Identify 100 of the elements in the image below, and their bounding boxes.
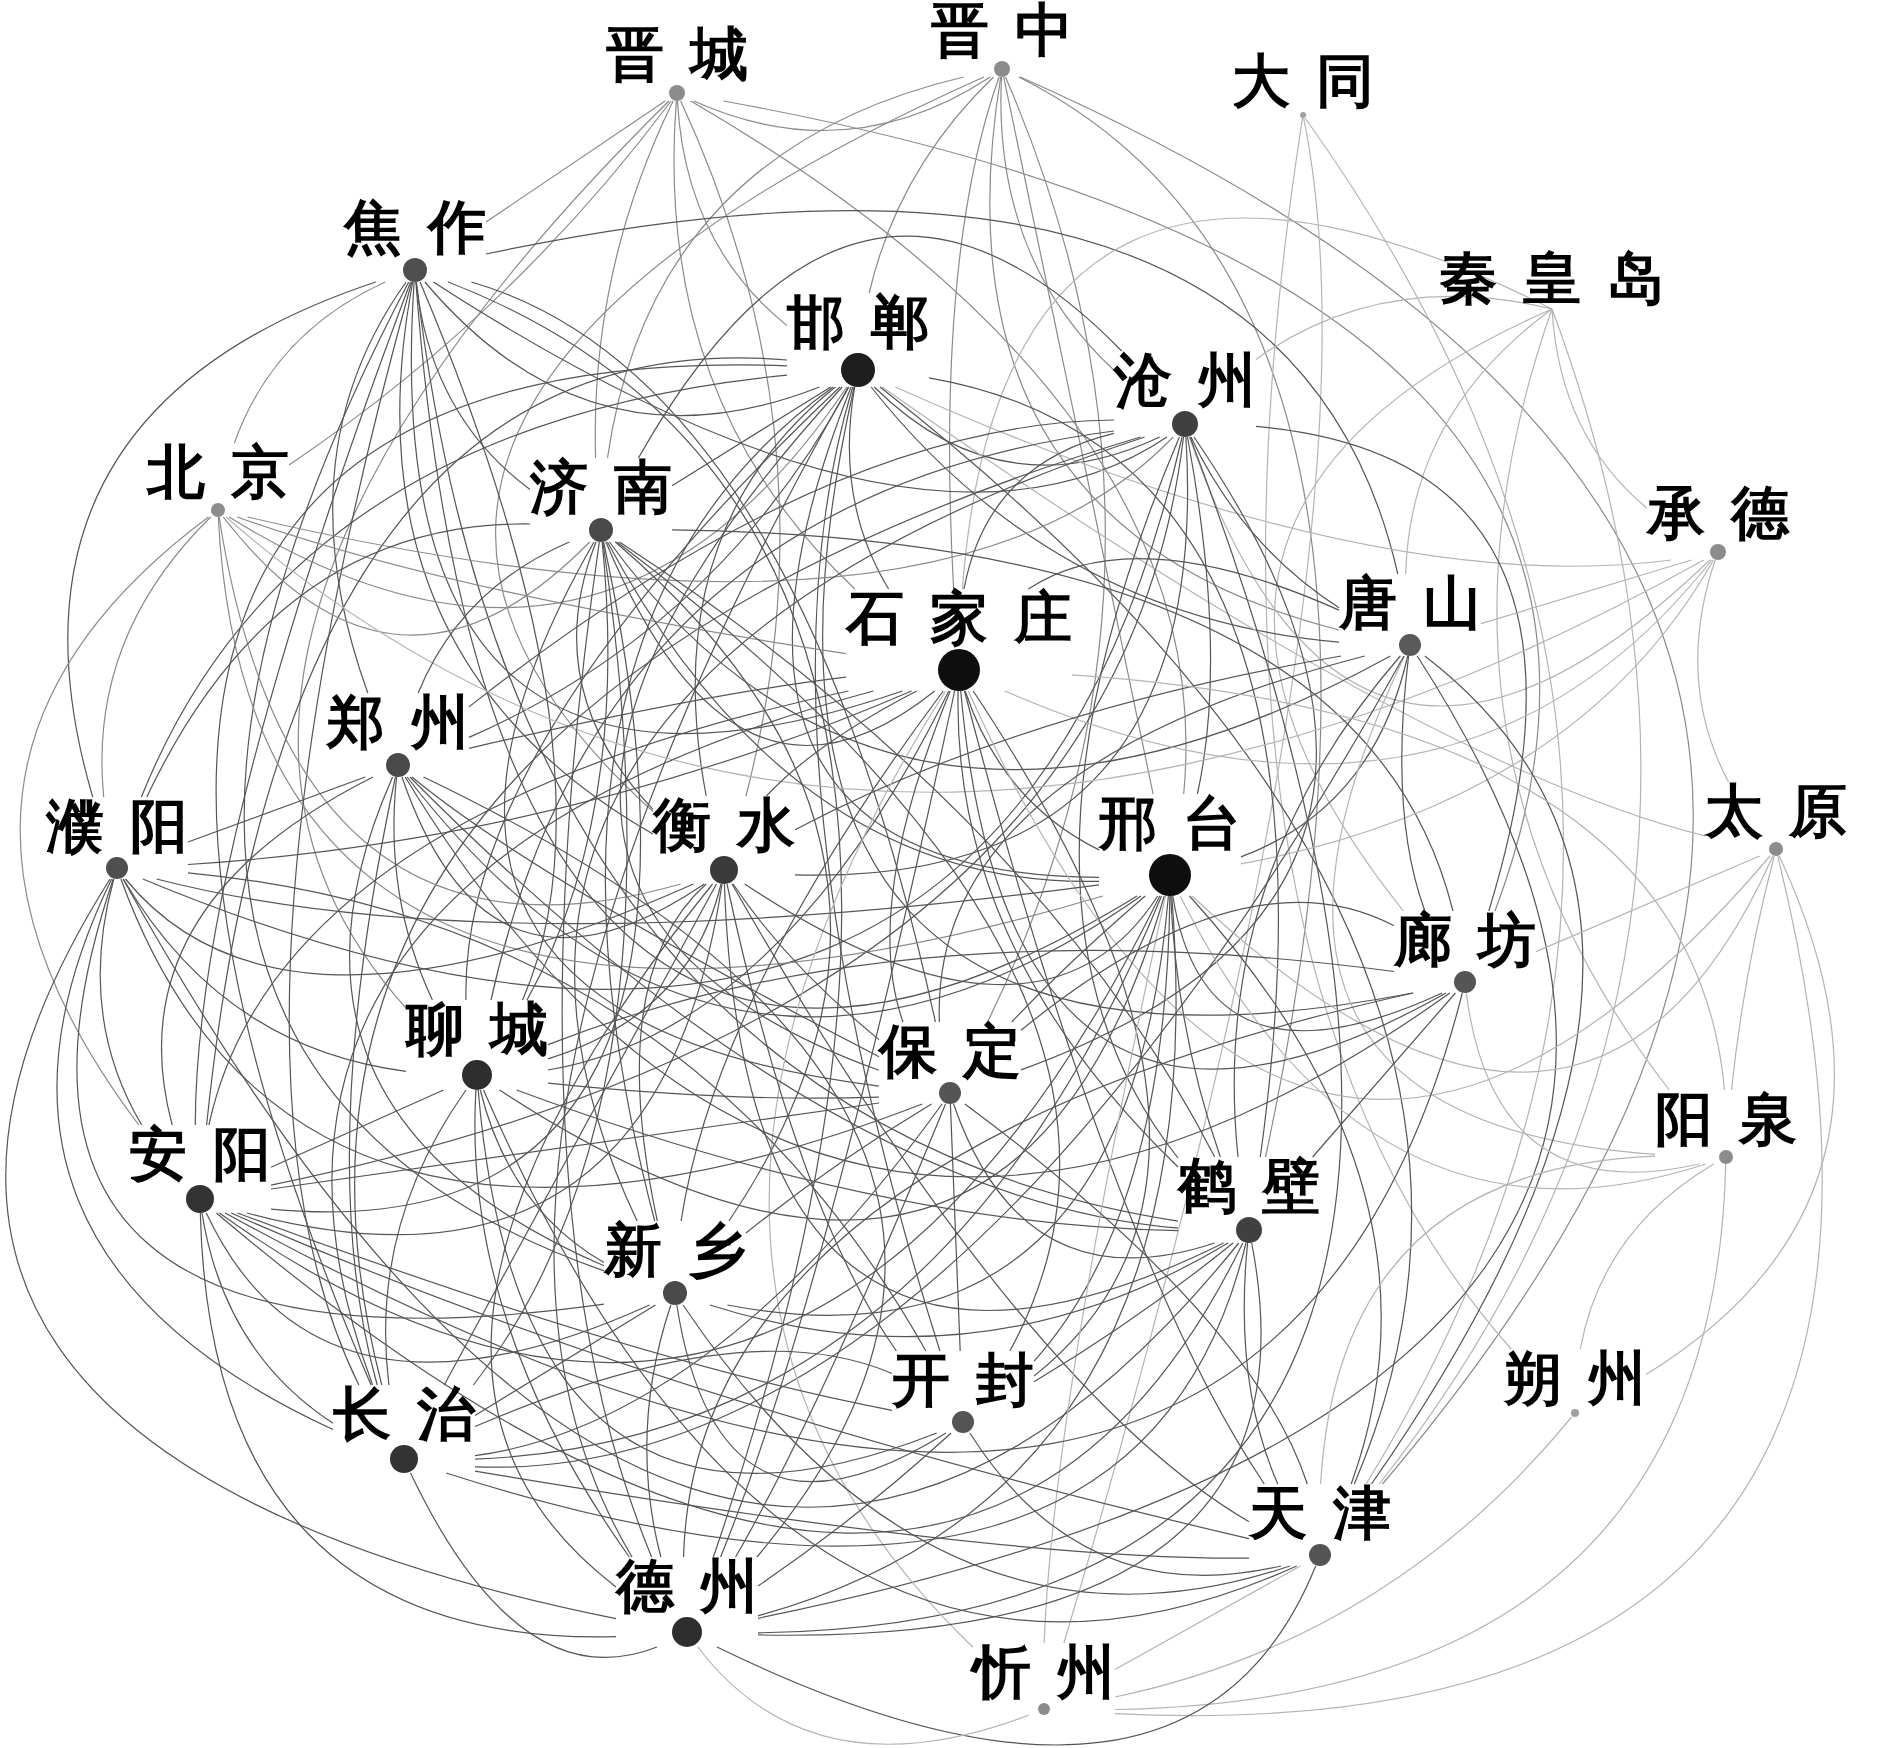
connection-curve — [288, 281, 413, 1386]
connection-curve — [1172, 895, 1443, 1032]
connection-curve — [1480, 559, 1693, 625]
connection-curve — [474, 1304, 656, 1417]
connection-curve — [1063, 117, 1323, 1644]
connection-curve — [393, 776, 433, 1001]
connection-curve — [140, 374, 788, 798]
connection-curve — [1240, 655, 1409, 858]
connection-curve — [949, 1103, 961, 1352]
connection-curve — [187, 690, 913, 866]
connection-curve — [187, 776, 366, 843]
connection-curve — [146, 523, 531, 798]
connection-curve — [676, 1304, 947, 1483]
connection-curve — [1465, 992, 1700, 1173]
connection-curve — [673, 100, 856, 590]
city-label: 大同 — [1232, 52, 1374, 110]
connection-curve — [1405, 308, 1553, 575]
connection-curve — [199, 1212, 617, 1638]
connection-curve — [574, 436, 1146, 1222]
connection-curve — [814, 386, 941, 1352]
connection-curve — [404, 776, 1451, 1178]
connection-curve — [472, 541, 628, 1386]
city-label: 邢台 — [1099, 794, 1241, 852]
connection-curve — [208, 690, 849, 1126]
connection-curve — [99, 878, 143, 1126]
city-label: 沧州 — [1114, 351, 1256, 409]
connection-curve — [246, 436, 1174, 583]
connection-curve — [614, 541, 832, 1222]
connection-curve — [215, 365, 788, 1386]
connection-curve — [547, 1082, 880, 1099]
connection-curve — [485, 100, 666, 223]
connection-curve — [490, 430, 1115, 1001]
connection-curve — [676, 100, 788, 327]
connection-curve — [419, 281, 557, 1001]
connection-curve — [1188, 895, 1382, 1485]
connection-curve — [415, 281, 1179, 1222]
connection-curve — [716, 1565, 1317, 1746]
connection-curve — [792, 386, 1100, 878]
connection-curve — [1170, 895, 1221, 1158]
connection-curve — [399, 281, 654, 835]
connection-curve — [270, 541, 642, 1213]
connection-curve — [726, 883, 897, 1352]
connection-curve — [228, 386, 848, 608]
connection-curve — [722, 100, 1540, 912]
connection-curve — [217, 516, 1104, 969]
connection-curve — [1320, 1155, 1656, 1485]
connection-curve — [794, 436, 1188, 876]
connection-curve — [1332, 655, 1656, 1155]
connection-curve — [1027, 558, 1340, 611]
city-label: 安阳 — [129, 1125, 271, 1183]
connection-curve — [485, 210, 1399, 575]
connection-curve — [957, 690, 1179, 1168]
connection-curve — [1265, 117, 1512, 1350]
city-label: 德州 — [616, 1557, 758, 1615]
connection-curve — [243, 281, 605, 1272]
connection-curve — [270, 436, 1185, 1186]
connection-curve — [757, 1432, 952, 1587]
connection-curve — [56, 878, 334, 1431]
connection-curve — [1191, 855, 1774, 1073]
connection-curve — [757, 655, 1555, 1619]
connection-curve — [516, 1089, 1179, 1232]
connection-curve — [206, 358, 788, 1126]
connection-curve — [960, 690, 1447, 1070]
connection-curve — [1255, 295, 1553, 360]
city-label: 秦皇岛 — [1439, 249, 1665, 307]
connection-curve — [561, 541, 653, 1558]
connection-curve — [474, 655, 1405, 1468]
connection-curve — [385, 1089, 467, 1386]
connection-curve — [474, 895, 1163, 1460]
connection-curve — [553, 386, 849, 1558]
connection-curve — [1078, 436, 1180, 1159]
connection-curve — [120, 878, 923, 1188]
connection-curve — [868, 76, 995, 294]
connection-curve — [1018, 76, 1321, 1158]
connection-curve — [616, 541, 1061, 1352]
connection-curve — [348, 776, 396, 1386]
connection-curve — [470, 281, 936, 1023]
connection-curve — [709, 1242, 1229, 1337]
connection-curve — [986, 76, 1106, 1023]
connection-curve — [1312, 992, 1456, 1158]
connection-curve — [270, 1102, 880, 1190]
connection-curve — [1579, 1163, 1715, 1350]
connection-curve — [1114, 1565, 1301, 1670]
connection-curve — [401, 776, 705, 938]
connection-curve — [547, 690, 950, 1071]
connection-curve — [474, 1089, 630, 1558]
connection-curve — [1304, 117, 1564, 1485]
city-label: 保定 — [879, 1022, 1021, 1080]
connection-curve — [236, 516, 847, 655]
connection-curve — [697, 1646, 1030, 1745]
connection-curve — [122, 878, 407, 1072]
connection-curve — [194, 281, 412, 1126]
connection-curve — [794, 655, 1342, 831]
connection-curve — [680, 100, 781, 797]
connection-curve — [989, 76, 1340, 631]
connection-curve — [77, 878, 605, 1319]
city-label: 新乡 — [604, 1221, 746, 1279]
connection-curve — [768, 690, 974, 1648]
connection-curve — [547, 949, 1395, 1046]
connection-curve — [1011, 895, 1146, 1023]
